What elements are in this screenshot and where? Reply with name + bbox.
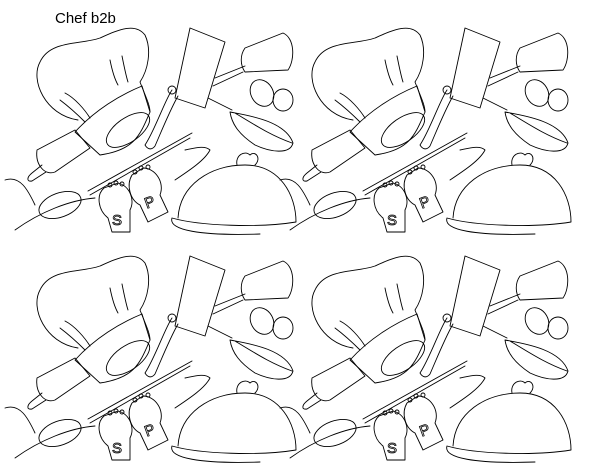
pattern-title: Chef b2b	[55, 10, 116, 27]
pattern-tile	[4, 255, 297, 463]
pattern-tile	[4, 27, 297, 235]
pattern-tile	[279, 255, 572, 463]
pattern-tile	[279, 27, 572, 235]
